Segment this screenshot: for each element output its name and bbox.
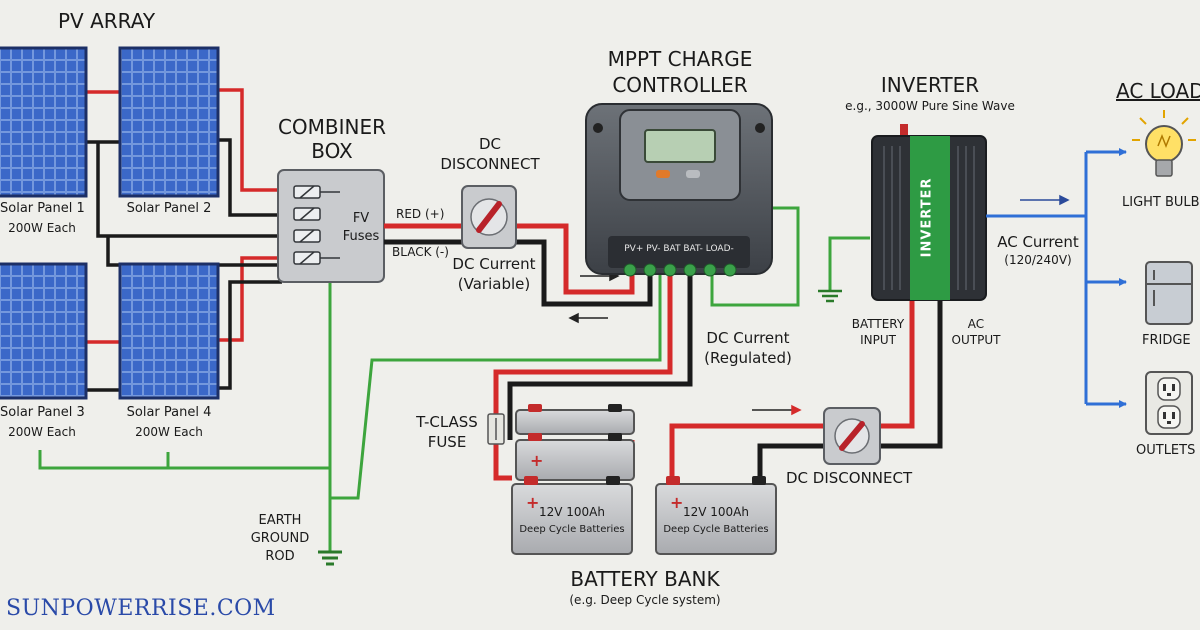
ac-current-label-2: (120/240V) [1004, 253, 1072, 267]
dc-current-variable-1: DC Current [452, 255, 536, 273]
outlets-icon [1145, 371, 1193, 435]
solar-panel-2 [118, 46, 220, 198]
battery-bank-subtitle: (e.g. Deep Cycle system) [569, 593, 721, 607]
earth-ground-label-3: ROD [265, 549, 295, 564]
controller-title-2: CONTROLLER [612, 73, 748, 97]
red-wire-label: RED (+) [396, 207, 445, 221]
solar-panel-3 [0, 262, 88, 400]
watermark: SUNPOWERRISE.COM [6, 596, 276, 621]
fridge-icon [1145, 261, 1193, 325]
battery-input-label-2: INPUT [860, 333, 896, 347]
panel-2-name: Solar Panel 2 [126, 201, 212, 216]
mppt-controller [585, 103, 773, 277]
combiner-box [277, 169, 385, 283]
dc-wires [384, 223, 943, 481]
inverter-body-label: INVERTER [919, 177, 935, 258]
dc-disconnect-top [461, 185, 517, 249]
ac-load-light-bulb: LIGHT BULB [1122, 195, 1200, 210]
panel-4-rating: 200W Each [135, 425, 203, 439]
combiner-fuse-label-2: Fuses [342, 229, 380, 244]
panel-4-name: Solar Panel 4 [126, 405, 212, 420]
battery-2-label-2: Deep Cycle Batteries [663, 524, 769, 535]
svg-text:+: + [526, 493, 539, 512]
panel-1-name: Solar Panel 1 [0, 201, 85, 216]
t-class-fuse-label-1: T-CLASS [416, 413, 478, 431]
inverter-green-stripe [910, 136, 950, 300]
panel-1-rating: 200W Each [8, 221, 76, 235]
ac-load-fridge: FRIDGE [1142, 333, 1191, 348]
black-wire-label: BLACK (-) [392, 245, 449, 259]
battery-input-label-1: BATTERY [851, 317, 905, 331]
earth-ground-label-2: GROUND [250, 531, 310, 546]
combiner-title-1: COMBINER [277, 115, 387, 139]
controller-terminals [623, 263, 737, 277]
battery-2-label-1: 12V 100Ah [682, 505, 749, 519]
dc-current-variable-2: (Variable) [457, 275, 531, 293]
ground-wires [38, 206, 870, 552]
ac-current-label-1: AC Current [997, 233, 1079, 251]
inverter-ground-symbol [818, 289, 842, 303]
battery-bank-title: BATTERY BANK [570, 567, 720, 591]
solar-panel-4 [118, 262, 220, 400]
ac-load-outlets: OUTLETS [1136, 443, 1196, 458]
inverter-title: INVERTER [880, 73, 980, 97]
inverter-unit [871, 124, 987, 301]
dc-disconnect-bottom-label: DC DISCONNECT [786, 469, 913, 487]
light-bulb-icon [1132, 110, 1196, 177]
t-class-fuse [487, 413, 505, 445]
dc-current-regulated-1: DC Current [706, 329, 790, 347]
earth-ground-rod-symbol [318, 550, 342, 566]
dc-current-regulated-2: (Regulated) [704, 349, 792, 367]
battery-stack-top: + [515, 404, 635, 481]
battery-1-label-2: Deep Cycle Batteries [519, 524, 625, 535]
svg-text:+: + [670, 493, 683, 512]
dc-disconnect-bottom [823, 407, 881, 465]
panel-3-rating: 200W Each [8, 425, 76, 439]
ac-loads-title: AC LOADS [1116, 79, 1200, 103]
svg-text:+: + [530, 451, 543, 470]
dc-disconnect-top-label-2: DISCONNECT [440, 155, 540, 173]
controller-terminal-labels: PV+ PV- BAT BAT- LOAD- [624, 244, 734, 254]
battery-2: + [655, 476, 777, 555]
inverter-subtitle: e.g., 3000W Pure Sine Wave [845, 99, 1015, 113]
battery-1: + [511, 476, 633, 555]
earth-ground-label-1: EARTH [258, 513, 302, 528]
controller-lcd [644, 129, 716, 163]
t-class-fuse-label-2: FUSE [427, 433, 467, 451]
solar-panel-1 [0, 46, 88, 198]
controller-title-1: MPPT CHARGE [607, 47, 753, 71]
ac-output-label-2: OUTPUT [951, 333, 1001, 347]
panel-wires [84, 88, 282, 392]
ac-output-label-1: AC [967, 317, 985, 331]
combiner-title-2: BOX [311, 139, 353, 163]
ac-flow-arrow [1020, 194, 1070, 206]
battery-1-label-1: 12V 100Ah [538, 505, 605, 519]
dc-disconnect-top-label-1: DC [478, 135, 502, 153]
pv-array-title: PV ARRAY [58, 9, 156, 33]
ac-wires [986, 148, 1127, 408]
panel-3-name: Solar Panel 3 [0, 405, 85, 420]
combiner-fuse-label-1: FV [352, 211, 370, 226]
